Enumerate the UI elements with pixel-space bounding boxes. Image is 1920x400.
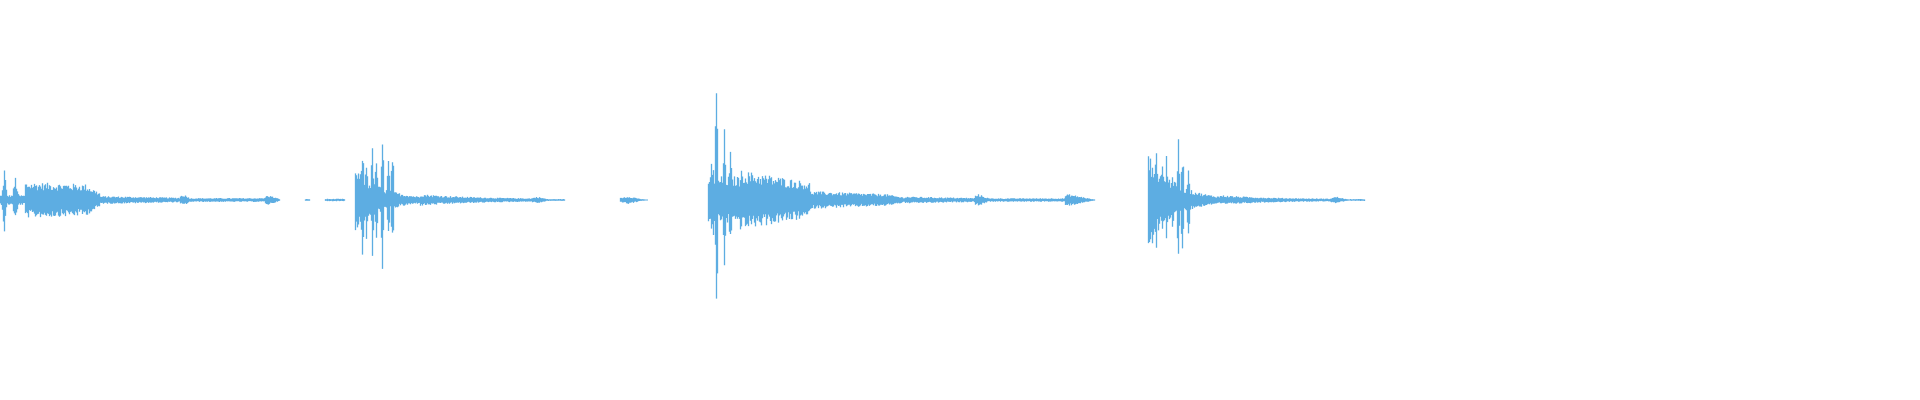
waveform-samples	[0, 93, 1366, 299]
